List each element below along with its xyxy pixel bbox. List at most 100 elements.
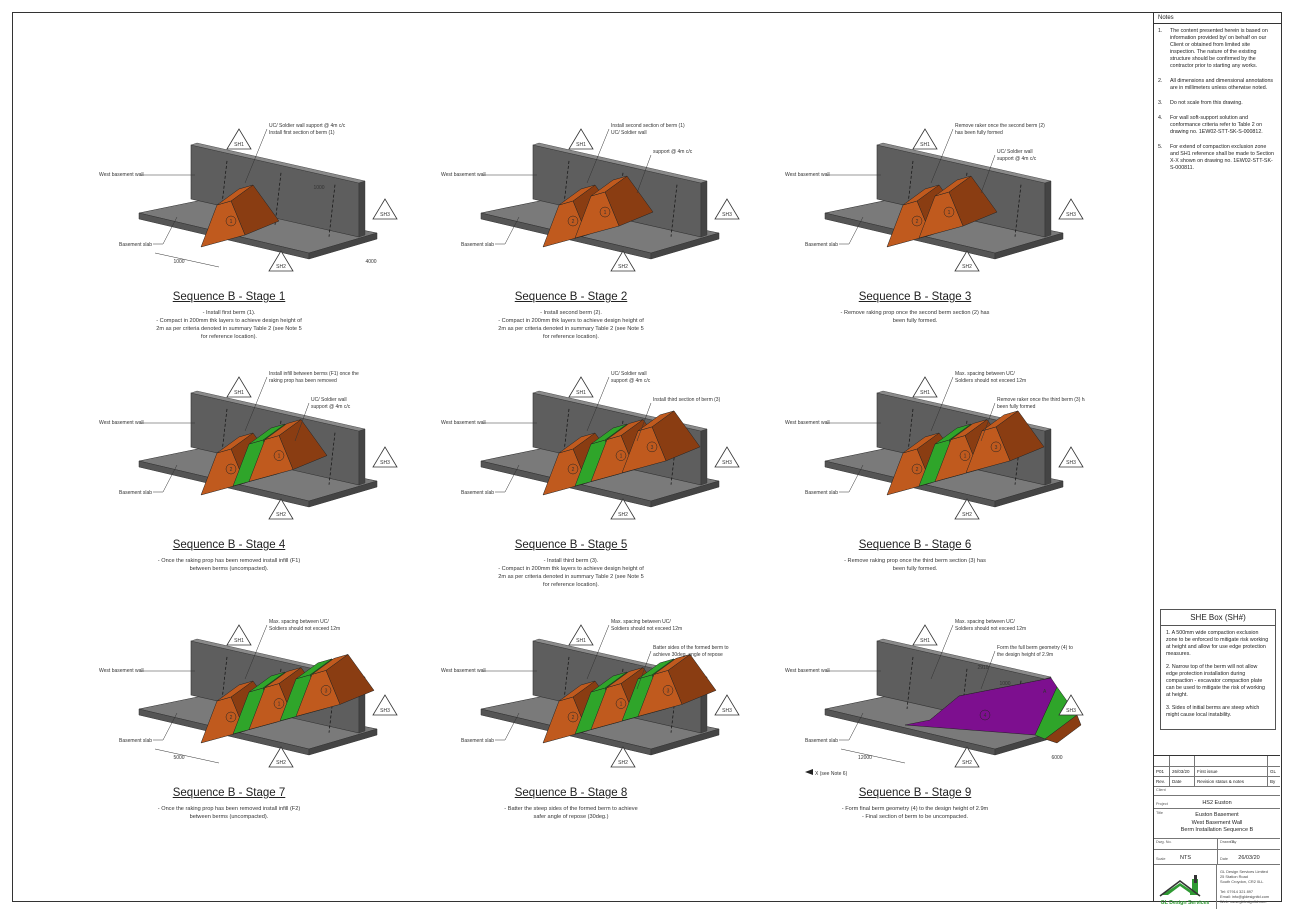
berm-number-circle <box>959 450 971 461</box>
sh2-marker: SH2 <box>954 498 980 520</box>
berm-number-circle <box>567 215 579 227</box>
she-item: 3. Sides of initial berms are steep whic… <box>1166 705 1260 718</box>
sh2-marker-triangle <box>268 498 294 520</box>
stage-title: Sequence B - Stage 7 <box>172 787 286 799</box>
callout-text: the design height of 2.9m <box>997 652 1053 658</box>
note-text: Do not scale from this drawing. <box>1170 100 1243 106</box>
stage-diagram: 2F11SH1SH2SH3West basement wallBasement … <box>99 371 398 520</box>
berm-top <box>295 658 333 680</box>
stage-caption: Sequence B - Stage 5- Install third berm… <box>401 539 741 589</box>
stage-description-line: - Compact in 200mm thk layers to achieve… <box>498 566 644 572</box>
drawn-value: GL <box>1230 840 1236 844</box>
berm-top <box>902 432 940 454</box>
sh1-marker-triangle <box>226 128 252 150</box>
berm-top <box>637 410 675 432</box>
berm-group: 2F11F23 <box>200 654 375 744</box>
berm-number-circle <box>615 450 627 461</box>
rev-header-by: By <box>1270 779 1276 784</box>
stage-title: Sequence B - Stage 2 <box>514 291 628 303</box>
dimension-text: 4000 <box>365 259 376 265</box>
berm-number: 4 <box>984 713 987 719</box>
sh3-marker: SH3 <box>714 198 740 220</box>
stage-diagram: 2F11F23SH1SH2SH3West basement wallBaseme… <box>99 619 398 768</box>
slab-edge-side <box>308 480 378 508</box>
note-number: 4. <box>1158 115 1163 121</box>
wall-end <box>1044 180 1052 238</box>
berm-group: 2F113 <box>886 410 1045 496</box>
leader-line <box>153 712 178 741</box>
dwg-key: Dwg. No. <box>1156 840 1172 844</box>
berm-group: 4 <box>904 677 1082 744</box>
dimension-text: 5000 <box>173 755 184 761</box>
stage-caption: Sequence B - Stage 1- Install first berm… <box>59 291 399 341</box>
callout-text: Soldiers should not exceed 12m <box>269 626 340 632</box>
sh2-marker-label: SH2 <box>618 512 628 518</box>
leader-line <box>495 464 520 493</box>
berm-number: 2 <box>572 715 575 721</box>
berm-number: 2 <box>572 467 575 473</box>
stage-title: Sequence B - Stage 4 <box>172 539 286 551</box>
company-line: Web: www.gldesignltd.com <box>1220 899 1267 904</box>
sh1-marker-triangle <box>912 376 938 398</box>
soldier-support-line <box>906 656 914 709</box>
leader-line <box>244 376 268 432</box>
stage-panel: 2F11F23SH1SH2SH3West basement wallBaseme… <box>59 609 399 869</box>
stage-description-line: safer angle of repose (30deg.) <box>533 814 609 820</box>
berm-top <box>558 432 596 454</box>
berm-number: 2 <box>572 219 575 225</box>
stage-description-line: - Once the raking prop has been removed … <box>157 806 301 812</box>
west-wall-label: West basement wall <box>785 668 830 674</box>
berm-number: 2 <box>230 467 233 473</box>
callout-text: Soldiers should not exceed 12m <box>955 626 1026 632</box>
sh1-marker: SH1 <box>568 624 594 646</box>
dimension-line <box>840 748 906 764</box>
company-row: GL Design Services GL Design Services Li… <box>1154 865 1280 909</box>
callout-text: raking prop has been removed <box>269 378 337 384</box>
callout-text: Max. spacing between UC/ <box>955 619 1015 625</box>
berm-number: 1 <box>620 702 623 708</box>
sh3-marker-label: SH3 <box>722 212 732 218</box>
slab-label: Basement slab <box>461 242 494 248</box>
stage-caption: Sequence B - Stage 7 - Once the raking pr… <box>59 787 399 821</box>
sh2-marker: SH2 <box>268 498 294 520</box>
sh1-marker-label: SH1 <box>576 390 586 396</box>
stage-diagram: 2F113SH1SH2SH3West basement wallBasement… <box>785 371 1085 520</box>
sh3-marker-label: SH3 <box>1066 708 1076 714</box>
leader-line <box>636 402 652 442</box>
sh1-marker: SH1 <box>226 376 252 398</box>
sh3-marker: SH3 <box>372 446 398 468</box>
berm-number-circle <box>567 711 579 723</box>
dimension-text: 1000 <box>313 185 324 191</box>
berm-number: 2 <box>916 467 919 473</box>
west-wall-label: West basement wall <box>99 420 144 426</box>
slab-edge-side <box>308 232 378 260</box>
leader-line <box>244 624 268 680</box>
date-value: 26/03/20 <box>1238 855 1260 861</box>
berm-top <box>248 671 286 693</box>
stage-description-line: for reference location). <box>543 582 599 588</box>
stage-description-line: been fully formed. <box>892 318 938 324</box>
stage-description-line: - Compact in 200mm thk layers to achieve… <box>498 318 644 324</box>
she-item: 2. Narrow top of the berm will not allow… <box>1166 664 1265 698</box>
soldier-support-line <box>562 656 570 709</box>
sh2-marker-triangle <box>954 746 980 768</box>
callout-text: Form the full berm geometry (4) to <box>997 645 1073 651</box>
stage-title: Sequence B - Stage 8 <box>514 787 628 799</box>
title-block: P01 26/03/20 First issue GL Rev. Date Re… <box>1154 755 1280 909</box>
soldier-support-line <box>562 160 570 213</box>
callout-text: Max. spacing between UC/ <box>955 371 1015 377</box>
dwg-cell: Dwg. No. <box>1154 839 1218 849</box>
berm-number: 1 <box>278 454 281 460</box>
stage-diagram: 2F11F23SH1SH2SH3West basement wallBaseme… <box>441 619 740 768</box>
sh1-marker-label: SH1 <box>920 142 930 148</box>
stage-panel: 2F11F23SH1SH2SH3West basement wallBaseme… <box>401 609 741 869</box>
stage-caption: Sequence B - Stage 6- Remove raking prop… <box>745 539 1085 573</box>
berm-group: 2F113 <box>542 410 701 496</box>
berm-top <box>606 419 644 440</box>
sh1-marker-label: SH1 <box>576 142 586 148</box>
berm-group: 21 <box>542 175 654 248</box>
berm-top <box>902 184 940 206</box>
callout-text: UC/ Soldier wall <box>611 371 647 377</box>
